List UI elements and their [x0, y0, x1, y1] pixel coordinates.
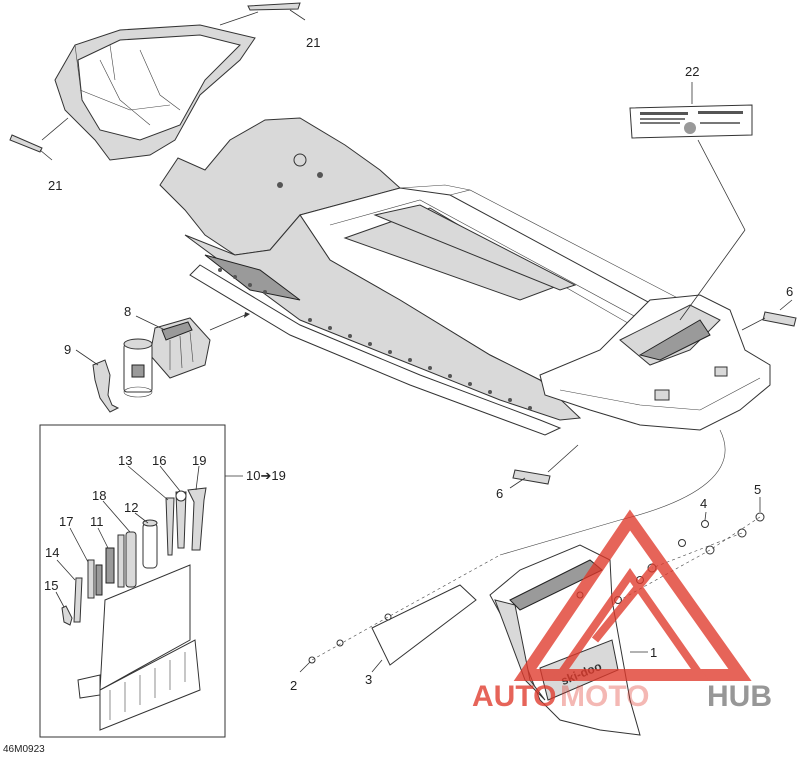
callout-4: 4: [700, 496, 707, 511]
callout-21-top: 21: [306, 35, 320, 50]
tool-11: [95, 534, 125, 596]
callout-6-lower: 6: [496, 486, 503, 501]
tool-15: [61, 605, 73, 626]
part-9-strap: [92, 359, 120, 413]
chassis-tunnel: [159, 117, 771, 436]
decal-21-left: [9, 134, 43, 153]
svg-text:AUTO: AUTO: [472, 680, 556, 713]
tool-14: [73, 577, 83, 623]
callout-22: 22: [685, 64, 699, 79]
callout-17: 17: [59, 514, 73, 529]
callout-19: 19: [192, 453, 206, 468]
rear-console-part: [54, 24, 256, 161]
tool-17: [87, 559, 95, 599]
callout-15: 15: [44, 578, 58, 593]
decal-21-top: [247, 2, 301, 11]
callout-9: 9: [64, 342, 71, 357]
callout-14: 14: [45, 545, 59, 560]
tool-12: [142, 519, 158, 569]
watermark-logo: AUTO MOTO HUB: [472, 509, 772, 713]
tool-kit-box: [39, 424, 226, 738]
tool-16: [175, 490, 187, 549]
side-holes: [218, 153, 532, 410]
reflector-6-right: [762, 311, 797, 327]
part-8-cylinder: [123, 338, 153, 398]
tool-18: [125, 531, 137, 588]
callout-11: 11: [90, 514, 104, 529]
callout-1: 1: [650, 645, 657, 660]
part-2-screws: [308, 613, 392, 664]
callout-12: 12: [124, 500, 138, 515]
callout-2: 2: [290, 678, 297, 693]
tool-19: [187, 487, 207, 551]
callout-3: 3: [365, 672, 372, 687]
callout-13: 13: [118, 453, 132, 468]
callout-8: 8: [124, 304, 131, 319]
svg-text:HUB: HUB: [707, 680, 772, 713]
part-3-plate: [371, 584, 477, 666]
tool-pouch: [77, 564, 201, 731]
part-1-snow-flap: ski-doo: [489, 544, 641, 736]
callout-6-right: 6: [786, 284, 793, 299]
diagram-code: 46M0923: [3, 744, 45, 755]
callout-21-bottom: 21: [48, 178, 62, 193]
callout-10-19: 10➔19: [246, 468, 286, 483]
svg-text:MOTO: MOTO: [560, 680, 649, 713]
warning-decal-22: [629, 104, 753, 139]
callout-18: 18: [92, 488, 106, 503]
callout-5: 5: [754, 482, 761, 497]
callout-16: 16: [152, 453, 166, 468]
reflector-6-lower: [512, 469, 551, 485]
tool-13: [165, 497, 175, 556]
